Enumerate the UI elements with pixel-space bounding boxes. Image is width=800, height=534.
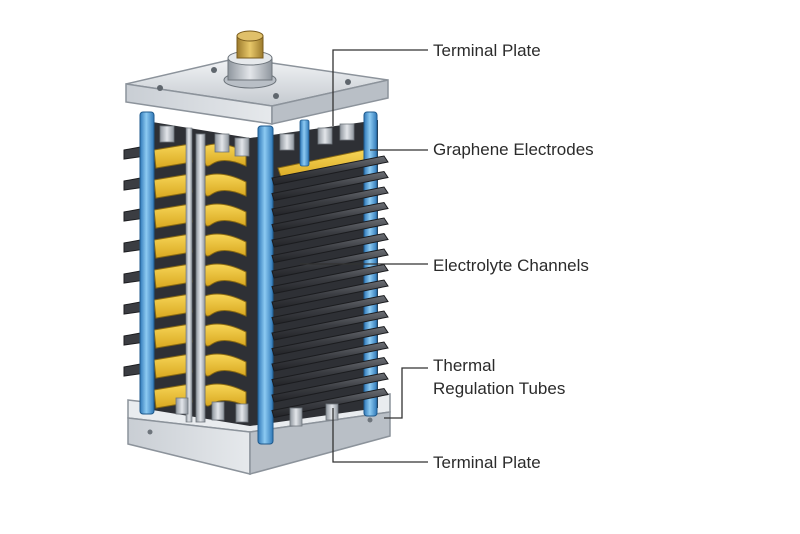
- leader-terminal-plate-top: [332, 49, 428, 126]
- leader-terminal-plate-bottom: [332, 408, 428, 463]
- graphene-electrode: [204, 263, 247, 287]
- top-plate-stubs: [159, 123, 355, 157]
- graphene-fin: [271, 372, 389, 403]
- terminal-post: [223, 30, 277, 89]
- thermal-regulation-tubes: [139, 111, 378, 445]
- graphene-electrode-stack: [153, 143, 247, 409]
- graphene-fin: [271, 341, 389, 372]
- graphene-electrode: [204, 173, 247, 197]
- bottom-plate-stubs: [175, 397, 339, 427]
- separator-rods: [185, 127, 206, 423]
- graphene-electrode: [204, 203, 247, 227]
- graphene-fin: [271, 155, 389, 186]
- graphene-electrode: [204, 353, 247, 377]
- graphene-electrode: [204, 383, 247, 407]
- graphene-fin: [271, 170, 389, 202]
- graphene-electrode: [204, 323, 247, 347]
- graphene-fin: [271, 186, 389, 217]
- graphene-fin: [271, 279, 389, 310]
- graphene-fin: [271, 356, 389, 388]
- label-thermal-line1: Thermal: [433, 356, 496, 375]
- label-terminal-plate-bottom: Terminal Plate: [433, 453, 541, 472]
- graphene-fin: [271, 310, 389, 341]
- graphene-electrode: [204, 293, 247, 317]
- callout-leader-lines: [300, 49, 428, 463]
- label-thermal-regulation-tubes: Thermal Regulation Tubes: [433, 354, 565, 400]
- graphene-electrode: [204, 233, 247, 257]
- label-graphene-electrodes: Graphene Electrodes: [433, 140, 594, 159]
- label-thermal-line2: Regulation Tubes: [433, 379, 566, 398]
- label-electrolyte-channels: Electrolyte Channels: [433, 256, 589, 275]
- graphene-fin: [271, 232, 389, 264]
- graphene-fin: [271, 263, 389, 295]
- graphene-fin: [271, 294, 389, 326]
- top-terminal-plate: [125, 57, 389, 125]
- graphene-fin: [271, 201, 389, 233]
- graphene-fin: [271, 217, 389, 248]
- leader-thermal-tubes: [384, 367, 428, 419]
- label-terminal-plate-top: Terminal Plate: [433, 41, 541, 60]
- graphene-fin: [271, 325, 389, 357]
